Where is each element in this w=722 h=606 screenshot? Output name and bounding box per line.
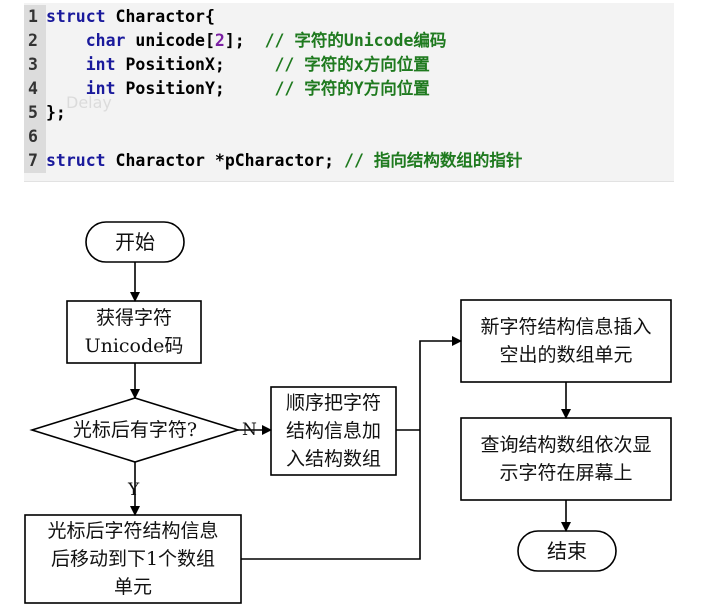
- code-token: int: [46, 79, 116, 98]
- insert-new-label: 新字符结构信息插入 空出的数组单元: [480, 316, 652, 366]
- code-line: 2 char unicode[2]; // 字符的Unicode编码: [24, 29, 674, 53]
- code-token: PositionX;: [115, 55, 275, 74]
- code-token: Charactor{: [105, 7, 215, 26]
- code-line: 4 int PositionY; // 字符的Y方向位置: [24, 77, 674, 101]
- code-token: PositionY;: [115, 79, 275, 98]
- connector-move-back-merge: [241, 430, 421, 560]
- line-number: 4: [24, 77, 46, 101]
- start-label: 开始: [115, 230, 155, 254]
- code-token: // 字符的x方向位置: [274, 55, 430, 74]
- code-token: Charactor *pCharactor;: [105, 151, 345, 170]
- display-box: [460, 417, 672, 501]
- display-label: 查询结构数组依次显 示字符在屏幕上: [480, 434, 652, 484]
- line-number: 7: [24, 149, 46, 173]
- code-line: 5};: [24, 101, 674, 125]
- code-line: 6: [24, 125, 674, 149]
- line-number: 6: [24, 125, 46, 149]
- get-unicode-label: 获得字符 Unicode码: [84, 307, 184, 357]
- code-token: // 字符的Y方向位置: [274, 79, 430, 98]
- code-token: unicode[: [125, 31, 215, 50]
- code-token: };: [46, 103, 66, 122]
- line-number: 1: [24, 5, 46, 29]
- add-to-array-box: [270, 386, 397, 476]
- decision-label: 光标后有字符?: [72, 419, 198, 441]
- code-token: 2: [214, 31, 225, 50]
- code-token: struct: [46, 151, 106, 170]
- code-token: struct: [46, 7, 106, 26]
- code-token: // 指向结构数组的指针: [344, 151, 523, 170]
- code-token: char: [46, 31, 126, 50]
- line-number: 2: [24, 29, 46, 53]
- toolbar-ghost-text: Delay: [66, 93, 112, 112]
- edge-label-yes: Y: [128, 480, 140, 500]
- code-line: 3 int PositionX; // 字符的x方向位置: [24, 53, 674, 77]
- get-unicode-box: [66, 300, 202, 364]
- add-to-array-label: 顺序把字符 结构信息加 入结构数组: [285, 392, 381, 470]
- edge-label-no: N: [242, 420, 257, 440]
- insert-new-box: [460, 299, 672, 383]
- arrow-merge-to-insert: [419, 336, 462, 430]
- code-token: // 字符的Unicode编码: [264, 31, 447, 50]
- line-number: 5: [24, 101, 46, 125]
- code-token: int: [46, 55, 116, 74]
- end-label: 结束: [547, 539, 587, 563]
- code-token: ];: [224, 31, 265, 50]
- line-number: 3: [24, 53, 46, 77]
- move-back-label: 光标后字符结构信息 后移动到下1个数组 单元: [47, 520, 219, 598]
